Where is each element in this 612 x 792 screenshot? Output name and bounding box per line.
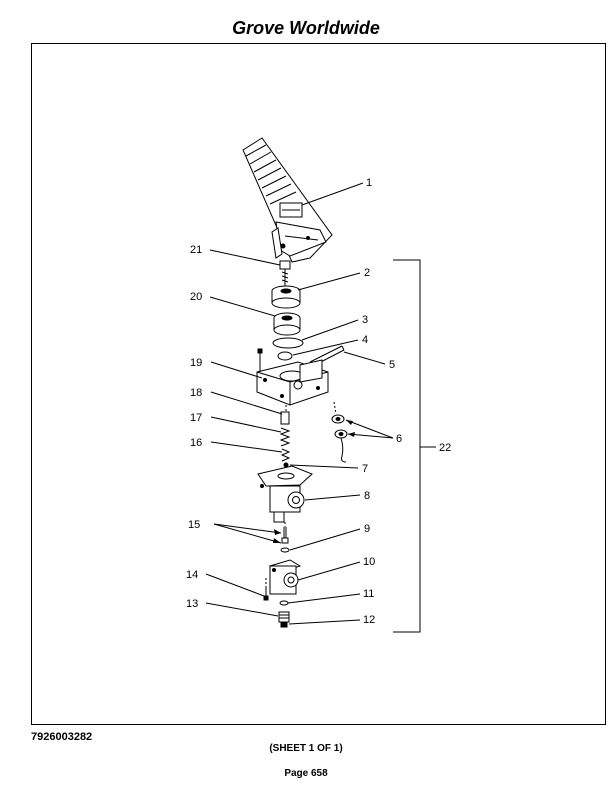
callout-14: 14 bbox=[186, 569, 198, 581]
lower-body-10 bbox=[268, 559, 302, 595]
drawing-frame bbox=[31, 43, 606, 725]
page-number: Page 658 bbox=[284, 768, 328, 779]
washer-11 bbox=[279, 600, 289, 606]
ball-7 bbox=[283, 462, 289, 468]
plunger-18 bbox=[280, 411, 290, 425]
callout-20: 20 bbox=[190, 291, 202, 303]
bushing-2 bbox=[271, 285, 301, 309]
screw-14 bbox=[263, 588, 269, 601]
callout-16: 16 bbox=[190, 437, 202, 449]
pedal-part bbox=[242, 137, 333, 263]
callout-11: 11 bbox=[363, 588, 374, 600]
callout-8: 8 bbox=[364, 490, 370, 502]
callout-7: 7 bbox=[362, 463, 368, 475]
callout-12: 12 bbox=[363, 614, 375, 626]
callout-10: 10 bbox=[363, 556, 375, 568]
callout-13: 13 bbox=[186, 598, 198, 610]
callout-9: 9 bbox=[364, 523, 370, 535]
callout-22: 22 bbox=[439, 442, 451, 454]
callout-2: 2 bbox=[364, 267, 370, 279]
callout-5: 5 bbox=[389, 359, 395, 371]
callout-21: 21 bbox=[190, 244, 202, 256]
callout-1: 1 bbox=[366, 177, 372, 189]
spring-17 bbox=[279, 427, 291, 447]
fittings-6 bbox=[331, 401, 348, 463]
bolt-21 bbox=[279, 260, 291, 287]
callout-18: 18 bbox=[190, 387, 202, 399]
valve-body-8 bbox=[257, 465, 313, 523]
leader-arrowheads bbox=[273, 420, 355, 543]
bushing-20 bbox=[273, 312, 301, 336]
washer-9 bbox=[280, 547, 290, 553]
sheet-label: (SHEET 1 OF 1) bbox=[269, 743, 343, 754]
callout-15: 15 bbox=[188, 519, 200, 531]
page-title: Grove Worldwide bbox=[232, 18, 380, 38]
plug-12 bbox=[278, 611, 290, 628]
o-ring-3 bbox=[272, 337, 304, 349]
callout-4: 4 bbox=[362, 334, 368, 346]
leader-lines bbox=[205, 182, 394, 625]
bracket-19 bbox=[256, 348, 329, 406]
washer-4 bbox=[277, 351, 293, 361]
callout-17: 17 bbox=[190, 412, 202, 424]
pin-15 bbox=[281, 527, 289, 544]
assembly-bracket-22 bbox=[393, 259, 421, 633]
spring-16 bbox=[280, 448, 291, 462]
drawing-number: 7926003282 bbox=[31, 731, 93, 743]
callout-6: 6 bbox=[396, 433, 402, 445]
callout-3: 3 bbox=[362, 314, 368, 326]
callout-19: 19 bbox=[190, 357, 202, 369]
